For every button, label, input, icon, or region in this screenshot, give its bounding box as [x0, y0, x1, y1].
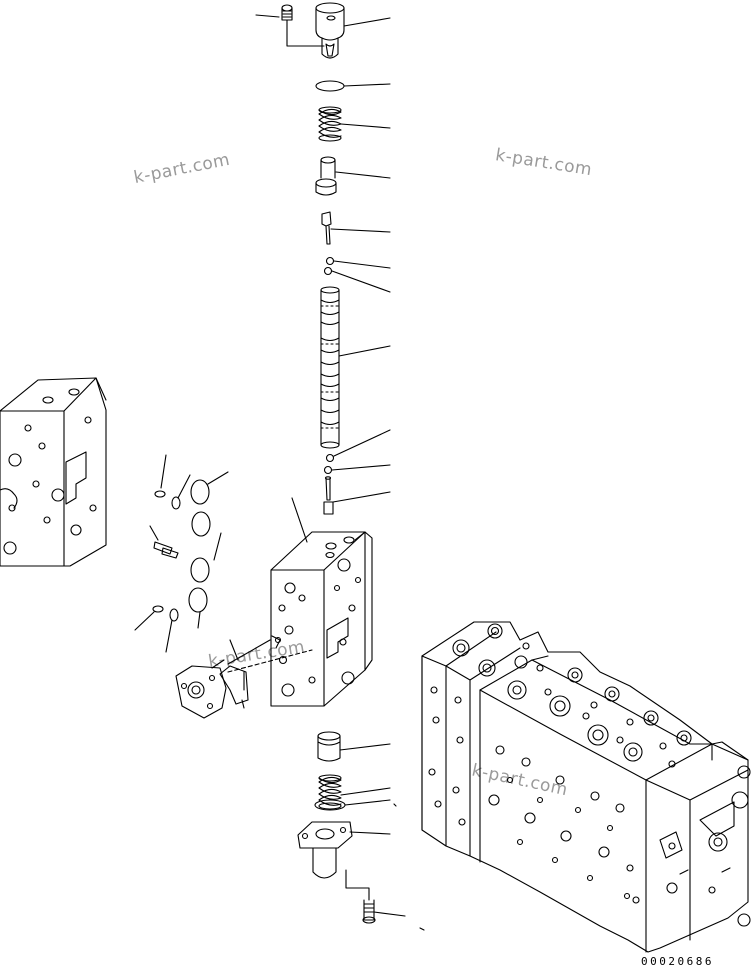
valve-section [271, 532, 372, 706]
small-ring [327, 455, 334, 462]
retainer [316, 157, 336, 195]
bolt-leader [256, 15, 279, 17]
small-ring [325, 467, 332, 474]
connector-line [228, 650, 312, 672]
connector-line [228, 636, 280, 664]
small-parts-left [135, 455, 228, 652]
top-cap [316, 3, 344, 58]
valve-assembly [422, 622, 750, 952]
bottom-cap [298, 822, 352, 878]
drawing-number: 00020686 [641, 955, 714, 968]
bolt-bracket [287, 34, 324, 46]
spool [321, 287, 339, 448]
lower-pin [324, 477, 333, 514]
section-leader [292, 498, 307, 542]
lower-seat [318, 732, 340, 761]
o-ring [316, 81, 344, 91]
valve-block-left [0, 378, 106, 566]
bottom-bolt [346, 870, 375, 923]
spring [319, 107, 341, 141]
small-ring [325, 268, 332, 275]
leader-lines [331, 18, 424, 930]
side-cover [176, 640, 248, 718]
spring [319, 775, 341, 809]
pin-plug [322, 212, 331, 244]
top-bolt [282, 5, 292, 34]
small-ring [327, 258, 334, 265]
